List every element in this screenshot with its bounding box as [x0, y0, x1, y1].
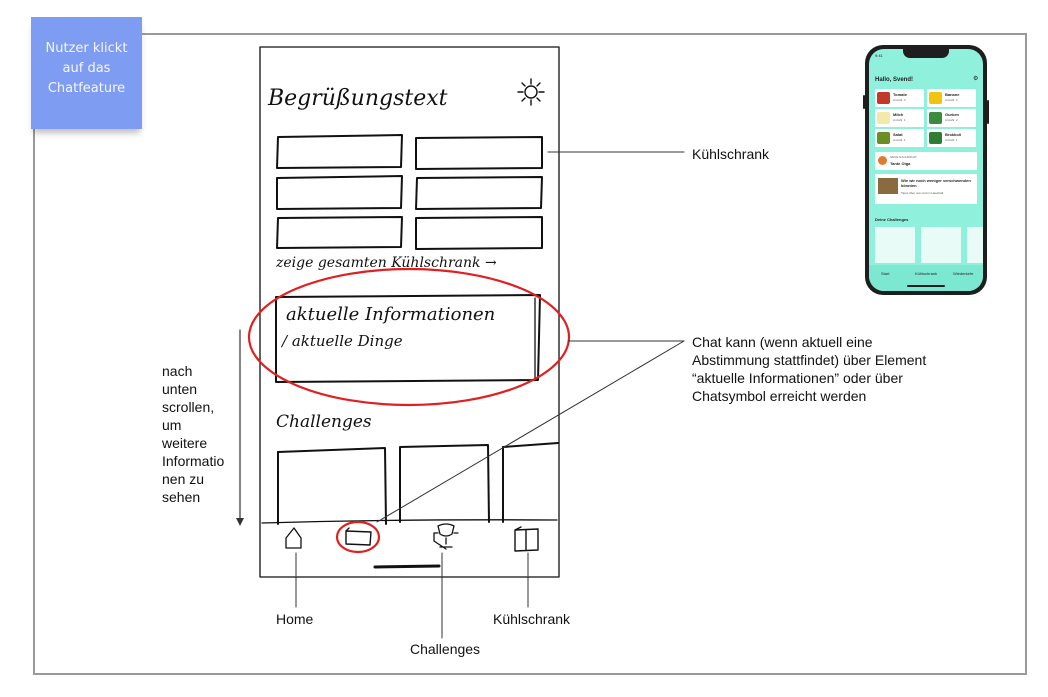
- phone-product-name: Gurken: [945, 112, 960, 117]
- phone-greeting: Hallo, Svend!: [875, 77, 914, 83]
- phone-product-image: [877, 132, 890, 144]
- phone-product-detail: Anzahl: 1: [893, 138, 906, 142]
- wireframe-home-indicator: [373, 564, 441, 569]
- annotation-nav-home: Home: [276, 611, 314, 627]
- phone-product-detail: Anzahl: 3: [893, 98, 906, 102]
- phone-tab-fridge[interactable]: Kühlschrank: [915, 271, 938, 276]
- annotation-chat: Chat kann (wenn aktuell eine Abstimmung …: [692, 334, 927, 404]
- phone-power-button: [987, 100, 989, 124]
- phone-product-image: [929, 92, 942, 104]
- phone-product-detail: Anzahl: 2: [945, 118, 958, 122]
- sticky-note: Nutzer klickt auf das Chatfeature: [31, 17, 142, 129]
- wireframe-greeting: Begrüßungstext: [268, 86, 448, 111]
- phone-product-detail: Anzahl: 1: [945, 138, 958, 142]
- wireframe-chat-icon: [345, 527, 372, 546]
- phone-avatar: [878, 156, 887, 165]
- phone-message-sender: Tante Olga: [890, 161, 911, 166]
- phone-message-label: NEUE NACHRICHT: [890, 155, 917, 159]
- annotation-scroll: nach unten scrollen, um weitere Informat…: [162, 363, 225, 505]
- phone-challenge-card[interactable]: [921, 227, 961, 263]
- wireframe-info-box: [275, 294, 541, 383]
- phone-product-detail: Anzahl: 2: [945, 98, 958, 102]
- wireframe-settings-icon: [517, 78, 545, 106]
- diagram-frame: [33, 33, 1027, 675]
- phone-article-title: Wie wir noch weniger verschwenden könnte…: [901, 178, 971, 188]
- phone-challenges-title: Deine Challenges: [875, 217, 909, 222]
- wireframe-info-line1[interactable]: aktuelle Informationen: [286, 304, 496, 325]
- phone-time: 9:41: [875, 53, 883, 58]
- annotation-lines: [295, 151, 685, 639]
- phone-product-detail: Anzahl: 1: [893, 118, 906, 122]
- highlight-info-ellipse: [247, 267, 571, 407]
- phone-message-card[interactable]: NEUE NACHRICHT Tante Olga: [875, 152, 977, 170]
- phone-side-button: [863, 95, 865, 109]
- phone-product-name: Milch: [893, 112, 904, 117]
- wireframe-challenges-heading: Challenges: [276, 412, 372, 432]
- phone-product-image: [877, 112, 890, 124]
- scroll-arrow-head: [236, 518, 244, 526]
- phone-product-name: Salat: [893, 132, 903, 137]
- phone-product-image: [877, 92, 890, 104]
- phone-notch: [903, 49, 949, 58]
- wireframe-fridge-tiles: [276, 134, 543, 250]
- phone-tab-start[interactable]: Start: [881, 271, 890, 276]
- annotation-fridge: Kühlschrank: [692, 146, 770, 162]
- wireframe-challenge-cards: [277, 442, 559, 525]
- phone-challenge-card[interactable]: [875, 227, 915, 263]
- phone-home-indicator: [907, 285, 945, 287]
- phone-tab-recurring[interactable]: Wiederkehr: [953, 271, 974, 276]
- phone-product-image: [929, 132, 942, 144]
- highlight-chat-ellipse: [335, 520, 381, 554]
- annotation-nav-challenges: Challenges: [410, 641, 481, 657]
- phone-product-name: Banane: [945, 92, 960, 97]
- phone-article-card[interactable]: Wie wir noch weniger verschwenden könnte…: [875, 174, 977, 204]
- phone-tab-bar: Start Kühlschrank Wiederkehr: [869, 265, 983, 291]
- sticky-note-text: Nutzer klickt auf das Chatfeature: [45, 41, 128, 96]
- phone-product-image: [929, 112, 942, 124]
- wireframe-fridge-icon: [514, 526, 539, 552]
- phone-product-name: Brokkoli: [945, 132, 962, 137]
- wireframe-home-icon: [285, 527, 302, 549]
- phone-gear-icon[interactable]: ⚙: [973, 76, 979, 82]
- wireframe-info-line2[interactable]: / aktuelle Dinge: [282, 332, 403, 350]
- annotation-nav-fridge: Kühlschrank: [493, 611, 571, 627]
- phone-article-sub: Tipps über uns und im Haushalt: [901, 191, 944, 195]
- wireframe-challenges-icon: [433, 523, 459, 550]
- phone-challenge-card[interactable]: [967, 227, 983, 263]
- phone-article-image: [878, 178, 898, 194]
- wireframe-show-fridge-link[interactable]: zeige gesamten Kühlschrank →: [276, 255, 497, 271]
- phone-product-name: Tomate: [893, 92, 907, 97]
